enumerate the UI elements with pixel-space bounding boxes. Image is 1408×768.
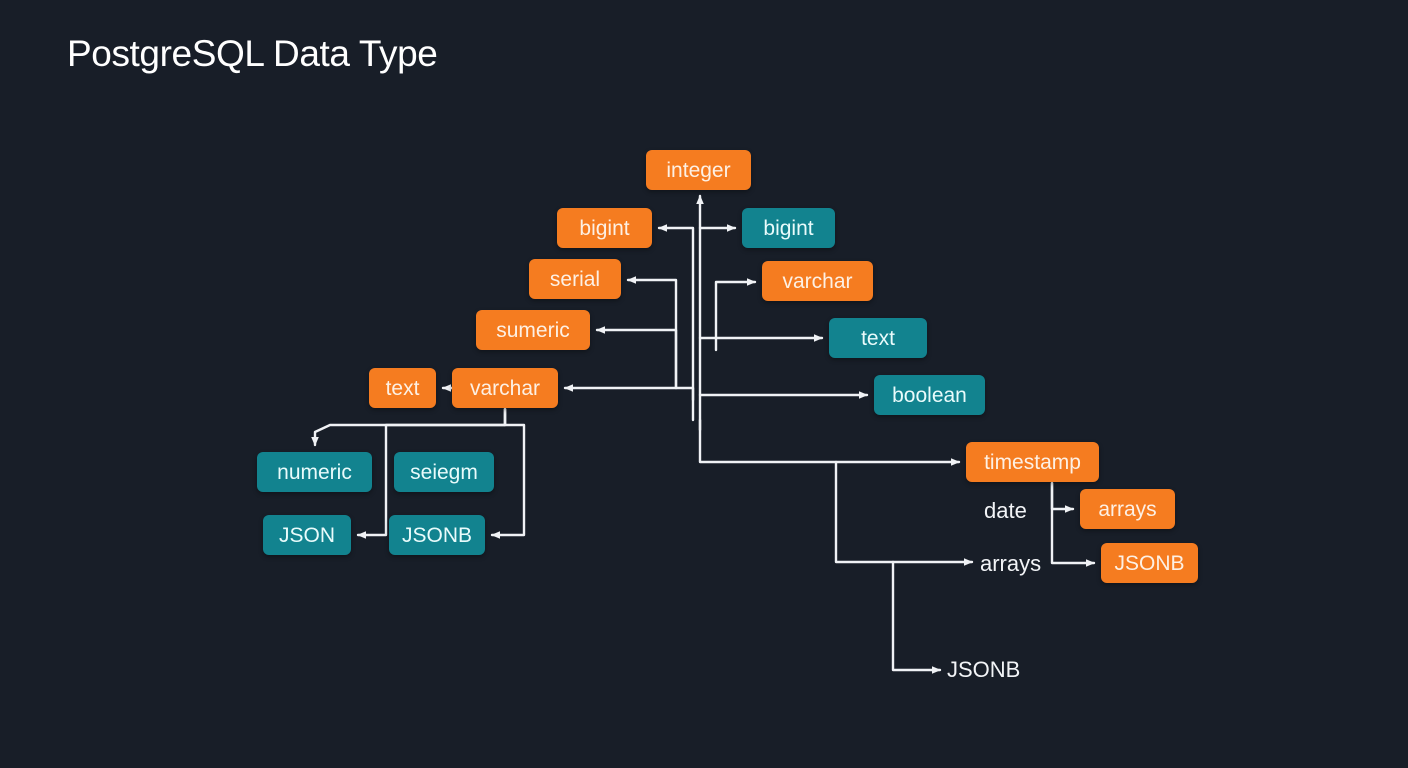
node-label: sumeric	[496, 318, 570, 342]
node-varchar-right[interactable]: varchar	[762, 261, 873, 301]
node-jsonb-right[interactable]: JSONB	[1101, 543, 1198, 583]
node-label: arrays	[980, 551, 1042, 576]
node-label: bigint	[579, 216, 630, 240]
node-text-right[interactable]: text	[829, 318, 927, 358]
node-bigint-right[interactable]: bigint	[742, 208, 835, 248]
node-text-left[interactable]: text	[369, 368, 436, 408]
node-label: JSONB	[402, 523, 473, 547]
node-label: seiegm	[410, 460, 478, 484]
node-label: JSON	[278, 523, 335, 547]
node-integer[interactable]: integer	[646, 150, 751, 190]
node-label: boolean	[892, 383, 967, 407]
node-sumeric[interactable]: sumeric	[476, 310, 590, 350]
node-json[interactable]: JSON	[263, 515, 351, 555]
node-numeric[interactable]: numeric	[257, 452, 372, 492]
node-serial[interactable]: serial	[529, 259, 621, 299]
node-label: arrays	[1098, 497, 1157, 521]
node-label: text	[861, 326, 895, 350]
node-jsonb-bottom-label: JSONB	[947, 656, 1020, 684]
node-label: date	[984, 498, 1027, 523]
node-label: varchar	[782, 269, 853, 293]
node-label: timestamp	[984, 450, 1081, 474]
node-jsonb-left[interactable]: JSONB	[389, 515, 485, 555]
node-label: text	[385, 376, 420, 400]
node-bigint-left[interactable]: bigint	[557, 208, 652, 248]
node-label: serial	[549, 267, 601, 291]
node-varchar-left[interactable]: varchar	[452, 368, 558, 408]
node-label: integer	[666, 158, 731, 182]
node-boolean[interactable]: boolean	[874, 375, 985, 415]
node-label: bigint	[763, 216, 814, 240]
node-label: JSONB	[1114, 551, 1185, 575]
node-arrays-label: arrays	[980, 550, 1041, 578]
node-label: varchar	[469, 376, 541, 400]
page-title: PostgreSQL Data Type	[67, 33, 438, 74]
node-timestamp[interactable]: timestamp	[966, 442, 1099, 482]
node-seiegm[interactable]: seiegm	[394, 452, 494, 492]
node-date-label: date	[984, 497, 1027, 525]
node-arrays-box[interactable]: arrays	[1080, 489, 1175, 529]
node-label: JSONB	[947, 657, 1021, 682]
node-label: numeric	[277, 460, 352, 484]
